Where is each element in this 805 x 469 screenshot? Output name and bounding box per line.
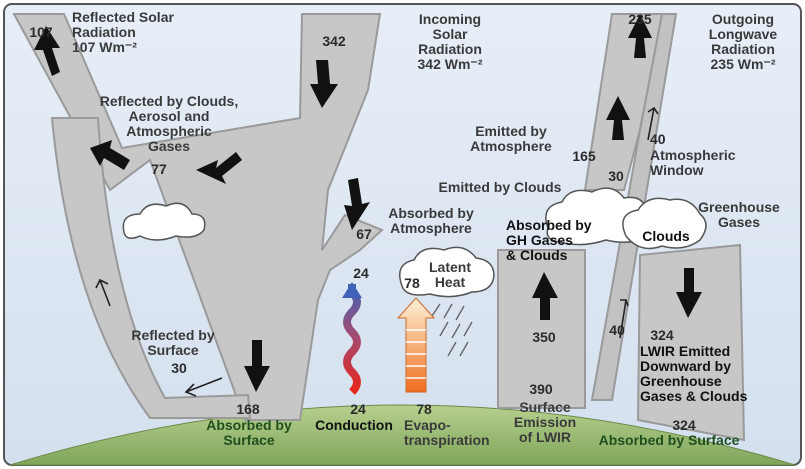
cloud-icon [122,202,206,241]
clouds-label: Clouds [642,228,690,244]
up-arrow-icon [34,26,60,76]
absorbed-gh-label: Absorbed by GH Gases & Clouds [506,217,592,264]
thin-arrows [95,106,659,397]
down-arrow-icon [310,60,338,108]
outgoing-value: 235 [628,11,652,27]
window-value: 40 [650,131,666,147]
latent-heat-value: 78 [404,275,420,291]
reflected-clouds-value: 77 [151,161,167,177]
reflected-clouds-label: Reflected by Clouds, Aerosol and Atmosph… [99,93,239,155]
absorbed-atmosphere-value: 67 [356,226,372,242]
surface-emission-value: 390 [529,381,553,397]
up-arrow-icon [606,96,630,140]
latent-heat-arrow [396,297,436,393]
cloud-icon [399,246,495,298]
up-arrow-icon [619,299,629,339]
down-arrow-icon [676,268,702,318]
reflected-solar-value: 107 [29,24,53,40]
left-arrow-icon [196,152,242,184]
evapotranspiration-label: Evapo- transpiration [404,417,490,449]
wavy-arrow-head [342,282,362,298]
reflected-solar-label: Reflected Solar Radiation 107 Wm⁻² [72,9,174,56]
window-lower-value: 40 [609,322,625,338]
surface-emission-beam [497,249,586,409]
emitted-clouds-value: 30 [608,168,624,184]
up-arrow-icon [532,272,558,320]
up-arrow-icon [95,278,111,307]
left-arrow-icon [90,140,130,170]
rain-icon [431,303,473,357]
absorbed-surface-168-label: Absorbed by Surface [206,417,292,449]
reflected-surface-value: 30 [171,360,187,376]
emission-350-value: 350 [532,329,556,345]
incoming-solar-label: Incoming Solar Radiation 342 Wm⁻² [417,11,483,73]
absorbed-surface-324-value: 324 [672,417,696,433]
absorbed-atmosphere-label: Absorbed by Atmosphere [388,205,474,237]
emitted-atmosphere-label: Emitted by Atmosphere [470,123,552,155]
incoming-solar-value: 342 [322,33,346,49]
lwir-downward-label: LWIR Emitted Downward by Greenhouse Gase… [640,343,748,405]
back-radiation-beam [636,243,746,442]
surface-reflection-beam [50,117,252,419]
absorbed-surface-324-label: Absorbed by Surface [598,432,740,448]
cloud-icon [622,197,707,250]
emitted-atmosphere-value: 165 [572,148,596,164]
evapotranspiration-value: 78 [416,401,432,417]
outgoing-longwave-label: Outgoing Longwave Radiation 235 Wm⁻² [708,11,778,73]
conduction-top-value: 24 [353,265,369,281]
flow-arrows [34,14,702,392]
wavy-arrow-icon [343,284,361,395]
emitted-clouds-label: Emitted by Clouds [438,179,562,195]
atmospheric-window-label: Atmospheric Window [650,147,736,179]
absorbed-surface-168-value: 168 [236,401,260,417]
surface-emission-label: Surface Emission of LWIR [513,399,577,446]
back-radiation-value: 324 [650,327,674,343]
reflected-surface-label: Reflected by Surface [131,327,215,359]
up-arrow-icon [647,106,659,141]
latent-heat-label: Latent Heat [429,259,471,291]
left-arrow-icon [184,377,223,397]
conduction-label: Conduction [315,417,393,433]
down-arrow-icon [244,340,270,392]
earth-surface [9,404,796,466]
greenhouse-gases-label: Greenhouse Gases [698,199,780,231]
up-arrow-icon [628,14,652,58]
conduction-value: 24 [350,401,366,417]
down-arrow-icon [344,178,370,230]
